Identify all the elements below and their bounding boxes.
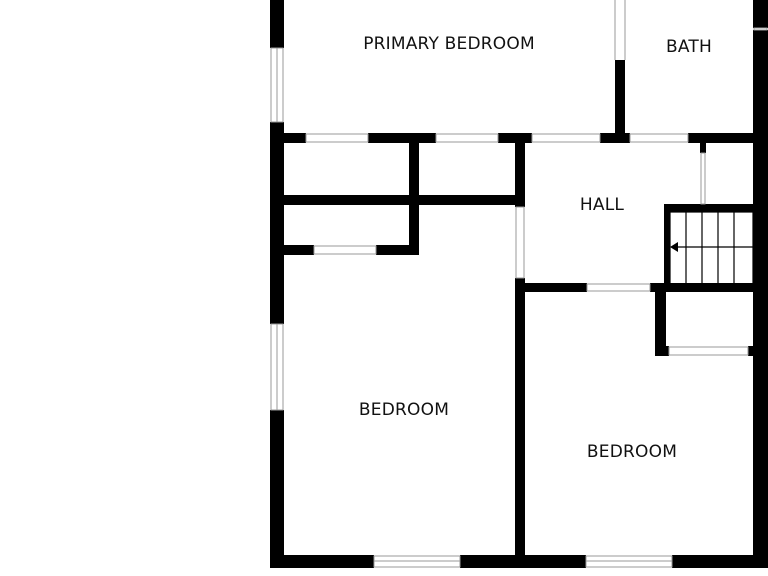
wall-center-upper <box>515 143 525 207</box>
opening-hall-bottom <box>586 283 651 292</box>
opening-closet-right-bottom <box>668 346 749 356</box>
wall-closet-right-bottom-b <box>748 346 753 356</box>
wall-hall-bottom-b <box>650 283 753 292</box>
wall-stair-left <box>664 204 670 284</box>
label-primary-bedroom: PRIMARY BEDROOM <box>363 34 535 54</box>
wall-primary-bottom-e <box>688 133 753 143</box>
wall-bottom-c <box>672 555 768 568</box>
wall-closet-right-bottom-a <box>655 346 669 356</box>
wall-primary-bottom-a <box>284 133 306 143</box>
wall-closet-right-side <box>655 292 666 356</box>
wall-closet-mid <box>284 195 524 205</box>
opening-closet-a <box>305 133 369 143</box>
opening-hall-left <box>515 206 525 279</box>
label-bedroom-right: BEDROOM <box>587 442 677 462</box>
wall-stair-top <box>668 204 753 212</box>
room-labels: PRIMARY BEDROOM BATH HALL BEDROOM BEDROO… <box>359 34 712 462</box>
label-hall: HALL <box>580 195 624 215</box>
wall-left-mid <box>270 122 284 324</box>
wall-hall-bottom-a <box>525 283 587 292</box>
opening-right-closet <box>700 152 706 205</box>
wall-bottom-a <box>270 555 374 568</box>
window-right-top <box>753 27 768 31</box>
stairs-outline <box>669 211 754 285</box>
wall-center-lower <box>515 278 525 555</box>
label-bath: BATH <box>666 37 712 57</box>
wall-right-closet-upper <box>700 143 706 153</box>
opening-closet-b <box>435 133 499 143</box>
wall-right-main <box>753 30 768 568</box>
wall-closet-lower-a <box>284 245 314 255</box>
wall-bottom-b <box>460 555 586 568</box>
wall-primary-bath <box>615 60 625 142</box>
stairs <box>669 211 754 285</box>
wall-left-bottom <box>270 410 284 568</box>
windows <box>270 0 768 568</box>
stair-arrow-icon <box>670 242 678 252</box>
wall-primary-bottom-c <box>498 133 532 143</box>
wall-closet-lower-b <box>376 245 419 255</box>
label-bedroom-left: BEDROOM <box>359 400 449 420</box>
wall-primary-bottom-d <box>600 133 630 143</box>
wall-right-top <box>753 0 768 28</box>
walls <box>270 0 768 568</box>
opening-hall-top <box>531 133 601 143</box>
wall-primary-bottom-b <box>368 133 436 143</box>
opening-closet-lower <box>313 245 377 255</box>
opening-bath-hall <box>629 133 689 143</box>
wall-left-top <box>270 0 284 48</box>
